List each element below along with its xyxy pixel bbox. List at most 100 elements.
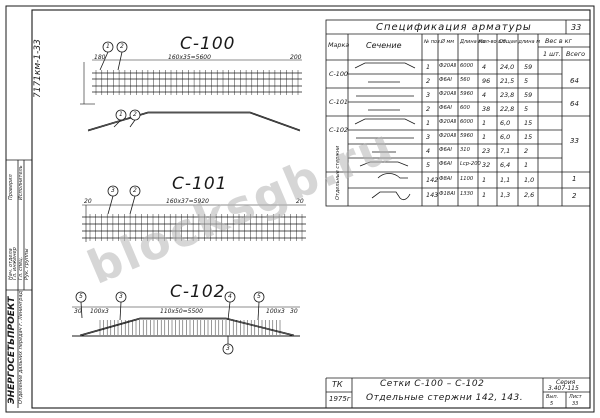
cell-count: 1 — [482, 176, 487, 184]
total-142: 1 — [572, 175, 577, 183]
cell-count: 1 — [482, 191, 487, 199]
dim-c100-left: 180 — [94, 54, 106, 61]
callout-4-c102: 4 — [228, 293, 232, 300]
cell-diameter: Ф6АⅠ — [439, 77, 452, 83]
cell-total-length: 7,1 — [500, 147, 511, 155]
cell-pos: 1 — [426, 119, 431, 127]
total-c102: 33 — [570, 137, 579, 145]
header-weight: Вес в кг — [545, 37, 572, 45]
dim-c101-right: 20 — [296, 198, 304, 205]
cell-count: 1 — [482, 133, 487, 141]
cell-pos: 5 — [426, 161, 431, 169]
cell-count: 96 — [482, 77, 491, 85]
cell-total-length: 23,8 — [500, 91, 515, 99]
cell-mark: С-100 — [329, 70, 348, 78]
role-4: Рук. группы — [24, 248, 30, 280]
cell-length: 6000 — [460, 63, 474, 69]
callout-1-c100: 1 — [106, 43, 110, 50]
cell-diameter: Ф6АⅠ — [439, 147, 452, 153]
callout-5-right: 5 — [257, 293, 261, 300]
cell-total-length: 6,0 — [500, 119, 511, 127]
cell-pos: 2 — [426, 77, 431, 85]
cell-mark: С-102 — [329, 126, 348, 134]
cell-mark: С-101 — [329, 98, 348, 106]
header-count: Кол-во шт. — [479, 39, 508, 45]
cell-length: 1330 — [460, 191, 474, 197]
cell-total-length: 21,5 — [500, 77, 515, 85]
callout-3-c101: 3 — [111, 187, 115, 194]
cell-weight: 1,0 — [524, 176, 535, 184]
cell-diameter: Ф6АⅠ — [439, 161, 452, 167]
cell-count: 23 — [482, 147, 491, 155]
cell-length: 600 — [460, 105, 470, 111]
cell-weight: 59 — [524, 63, 533, 71]
cell-length: 5960 — [460, 133, 474, 139]
series-label: Серия — [556, 379, 576, 386]
header-total-length: Общая длина м — [499, 39, 540, 45]
total-143: 2 — [572, 192, 577, 200]
cell-pos: 4 — [426, 147, 431, 155]
cell-pos: 143 — [426, 191, 439, 199]
dim-c100: 160x35=5600 — [168, 54, 211, 61]
cell-count: 4 — [482, 91, 487, 99]
cell-weight: 2,6 — [524, 191, 535, 199]
callout-3-bottom: 3 — [226, 345, 230, 352]
cell-count: 32 — [482, 161, 491, 169]
cell-length: 1100 — [460, 176, 474, 182]
cell-diameter: Ф20АⅡ — [439, 91, 457, 97]
header-mark: Марка — [328, 41, 350, 49]
callout-circles — [75, 41, 265, 355]
header-num: № поз. — [424, 39, 442, 45]
callout-5-left: 5 — [79, 293, 83, 300]
drawing-title-c101: С-101 — [172, 174, 228, 194]
cell-weight: 59 — [524, 91, 533, 99]
org-subtitle: Отделение дальних передач г. Ленинград — [18, 291, 24, 404]
vertical-sheet-code: 7171км-1-33 — [33, 39, 43, 98]
cell-length: Lср-200 — [460, 161, 481, 167]
role-5: Проверил — [8, 174, 14, 200]
cell-length: 5960 — [460, 91, 474, 97]
issue-label: Вып. — [546, 394, 559, 400]
header-length: Длина мм — [460, 39, 486, 45]
title-line-2: Отдельные стержни 142, 143. — [366, 393, 524, 403]
sheet-number: 33 — [571, 23, 582, 32]
callout-2-c101: 2 — [133, 187, 137, 194]
dim-c102-right: 100x3 — [266, 308, 285, 315]
header-diameter: Ø мм — [441, 39, 455, 45]
cell-count: 4 — [482, 63, 487, 71]
dim-c102-right2: 30 — [290, 308, 298, 315]
cell-pos: 2 — [426, 105, 431, 113]
year: 1975г — [329, 395, 351, 403]
cell-total-length: 1,3 — [500, 191, 511, 199]
cell-total-length: 1,1 — [500, 176, 511, 184]
title-line-1: Сетки С-100 – С-102 — [380, 379, 485, 389]
total-c100: 64 — [570, 77, 579, 85]
cell-total-length: 6,0 — [500, 133, 511, 141]
role-6: Исполнитель — [18, 165, 24, 200]
cell-weight: 15 — [524, 119, 533, 127]
sheet-value: 33 — [572, 401, 579, 407]
callout-2-c100: 2 — [120, 43, 124, 50]
issue-number: 5 — [550, 401, 554, 407]
header-weight-piece: 1 шт. — [543, 50, 561, 58]
tk-label: ТК — [332, 380, 343, 389]
cell-weight: 15 — [524, 133, 533, 141]
cell-count: 38 — [482, 105, 491, 113]
cell-length: 310 — [460, 147, 470, 153]
cell-pos: 1 — [426, 63, 431, 71]
cell-length: 560 — [460, 77, 470, 83]
drawing-title-c102: С-102 — [170, 282, 226, 302]
series-number: 3.407-115 — [548, 385, 579, 392]
dim-c101-left: 20 — [84, 198, 92, 205]
cell-weight: 5 — [524, 77, 529, 85]
cell-weight: 5 — [524, 105, 529, 113]
cell-weight: 2 — [524, 147, 529, 155]
cell-diameter: Ф8АⅠ — [439, 176, 452, 182]
cell-length: 6000 — [460, 119, 474, 125]
cell-diameter: Ф20АⅡ — [439, 133, 457, 139]
cell-pos: 142 — [426, 176, 439, 184]
dim-c100-right: 200 — [290, 54, 302, 61]
cell-diameter: Ф20АⅡ — [439, 63, 457, 69]
